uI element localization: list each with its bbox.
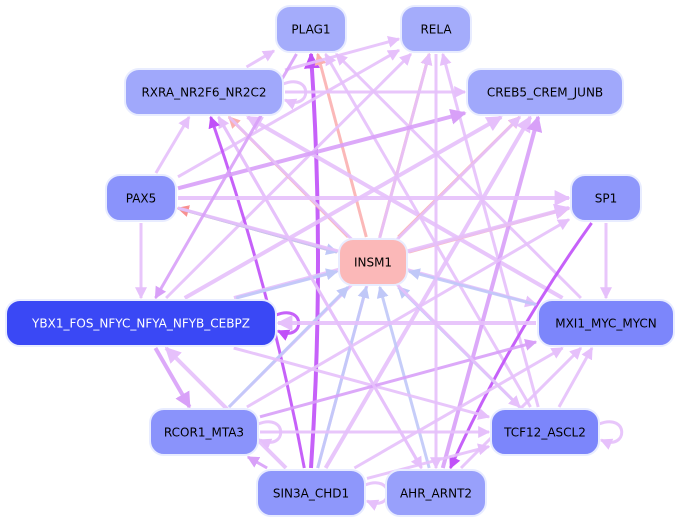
edge-pax5-to-creb5_crem_junb <box>177 108 467 191</box>
node-label: RELA <box>420 23 452 37</box>
edge-ybx1_fos_nfyc_nfya_nfyb_cebpz-to-rcor1_mta3 <box>153 346 192 409</box>
node-label: YBX1_FOS_NFYC_NFYA_NFYB_CEBPZ <box>31 317 250 331</box>
node-box <box>537 299 675 347</box>
edge-rcor1_mta3-to-sp1 <box>246 218 571 409</box>
node-box <box>105 174 177 222</box>
edge-mxi1_myc_mycn-to-rxra_nr2f6_nr2c2 <box>246 115 564 300</box>
node-ybx1-fos-nfyc-nfya-nfyb-cebpz[interactable]: YBX1_FOS_NFYC_NFYA_NFYB_CEBPZ <box>5 299 277 347</box>
edge-tcf12_ascl2-to-plag1 <box>324 52 532 408</box>
nodes-layer: PLAG1 RELA RXRA_NR2F6_NR2C2 CREB5_CREM_JUNB… <box>5 5 675 517</box>
edge-tcf12_ascl2-to-mxi1_myc_mycn <box>557 346 594 408</box>
edge-pax5-to-rxra_nr2f6_nr2c2 <box>154 115 191 174</box>
node-ahr-arnt2[interactable]: AHR_ARNT2 <box>385 469 487 517</box>
edge-sp1-to-ahr_arnt2 <box>449 222 593 470</box>
node-box <box>149 408 259 456</box>
edge-sin3a_chd1-to-rcor1_mta3 <box>246 455 268 470</box>
node-insm1[interactable]: INSM1 <box>338 238 408 286</box>
edge-sin3a_chd1-to-sin3a_chd1 <box>364 481 390 511</box>
edge-sin3a_chd1-to-tcf12_ascl2 <box>366 443 491 480</box>
node-label: PLAG1 <box>291 23 330 37</box>
node-creb5-crem-junb[interactable]: CREB5_CREM_JUNB <box>466 68 624 116</box>
node-sin3a-chd1[interactable]: SIN3A_CHD1 <box>256 469 366 517</box>
node-label: PAX5 <box>126 192 157 206</box>
node-box <box>400 5 472 53</box>
node-box <box>275 5 347 53</box>
edges-layer <box>135 36 624 511</box>
edge-ybx1_fos_nfyc_nfya_nfyb_cebpz-to-insm1 <box>235 268 339 300</box>
node-box <box>124 68 284 116</box>
node-label: SP1 <box>595 192 618 206</box>
node-label: RXRA_NR2F6_NR2C2 <box>141 86 266 100</box>
edge-ybx1_fos_nfyc_nfya_nfyb_cebpz-to-creb5_crem_junb <box>183 115 503 300</box>
node-box <box>256 469 366 517</box>
node-sp1[interactable]: SP1 <box>570 174 642 222</box>
node-rcor1-mta3[interactable]: RCOR1_MTA3 <box>149 408 259 456</box>
node-plag1[interactable]: PLAG1 <box>275 5 347 53</box>
node-rela[interactable]: RELA <box>400 5 472 53</box>
edge-rcor1_mta3-to-insm1 <box>227 285 350 409</box>
edge-rxra_nr2f6_nr2c2-to-rela <box>284 36 401 72</box>
edge-rxra_nr2f6_nr2c2-to-plag1 <box>245 49 276 69</box>
edge-pax5-to-rela <box>177 48 401 179</box>
node-label: INSM1 <box>354 256 392 270</box>
node-rxra-nr2f6-nr2c2[interactable]: RXRA_NR2F6_NR2C2 <box>124 68 284 116</box>
node-label: TCF12_ASCL2 <box>503 426 586 440</box>
node-tcf12-ascl2[interactable]: TCF12_ASCL2 <box>490 408 600 456</box>
edge-rcor1_mta3-to-rcor1_mta3 <box>257 420 283 450</box>
node-box <box>570 174 642 222</box>
node-box <box>338 238 408 286</box>
node-mxi1-myc-mycn[interactable]: MXI1_MYC_MYCN <box>537 299 675 347</box>
edge-mxi1_myc_mycn-to-insm1 <box>407 268 537 307</box>
edge-sin3a_chd1-to-creb5_crem_junb <box>323 115 533 470</box>
node-label: SIN3A_CHD1 <box>273 487 349 501</box>
node-box <box>385 469 487 517</box>
node-box <box>490 408 600 456</box>
node-label: AHR_ARNT2 <box>400 487 472 501</box>
node-box <box>5 299 277 347</box>
node-label: MXI1_MYC_MYCN <box>555 317 657 331</box>
node-label: CREB5_CREM_JUNB <box>487 86 603 100</box>
edge-tcf12_ascl2-to-tcf12_ascl2 <box>598 420 624 450</box>
edge-rxra_nr2f6_nr2c2-to-ahr_arnt2 <box>217 116 423 470</box>
edge-sin3a_chd1-to-mxi1_myc_mycn <box>353 346 564 470</box>
edge-sin3a_chd1-to-plag1 <box>303 52 320 469</box>
node-label: RCOR1_MTA3 <box>164 426 244 440</box>
node-box <box>466 68 624 116</box>
node-pax5[interactable]: PAX5 <box>105 174 177 222</box>
edge-rcor1_mta3-to-mxi1_myc_mycn <box>259 339 538 419</box>
